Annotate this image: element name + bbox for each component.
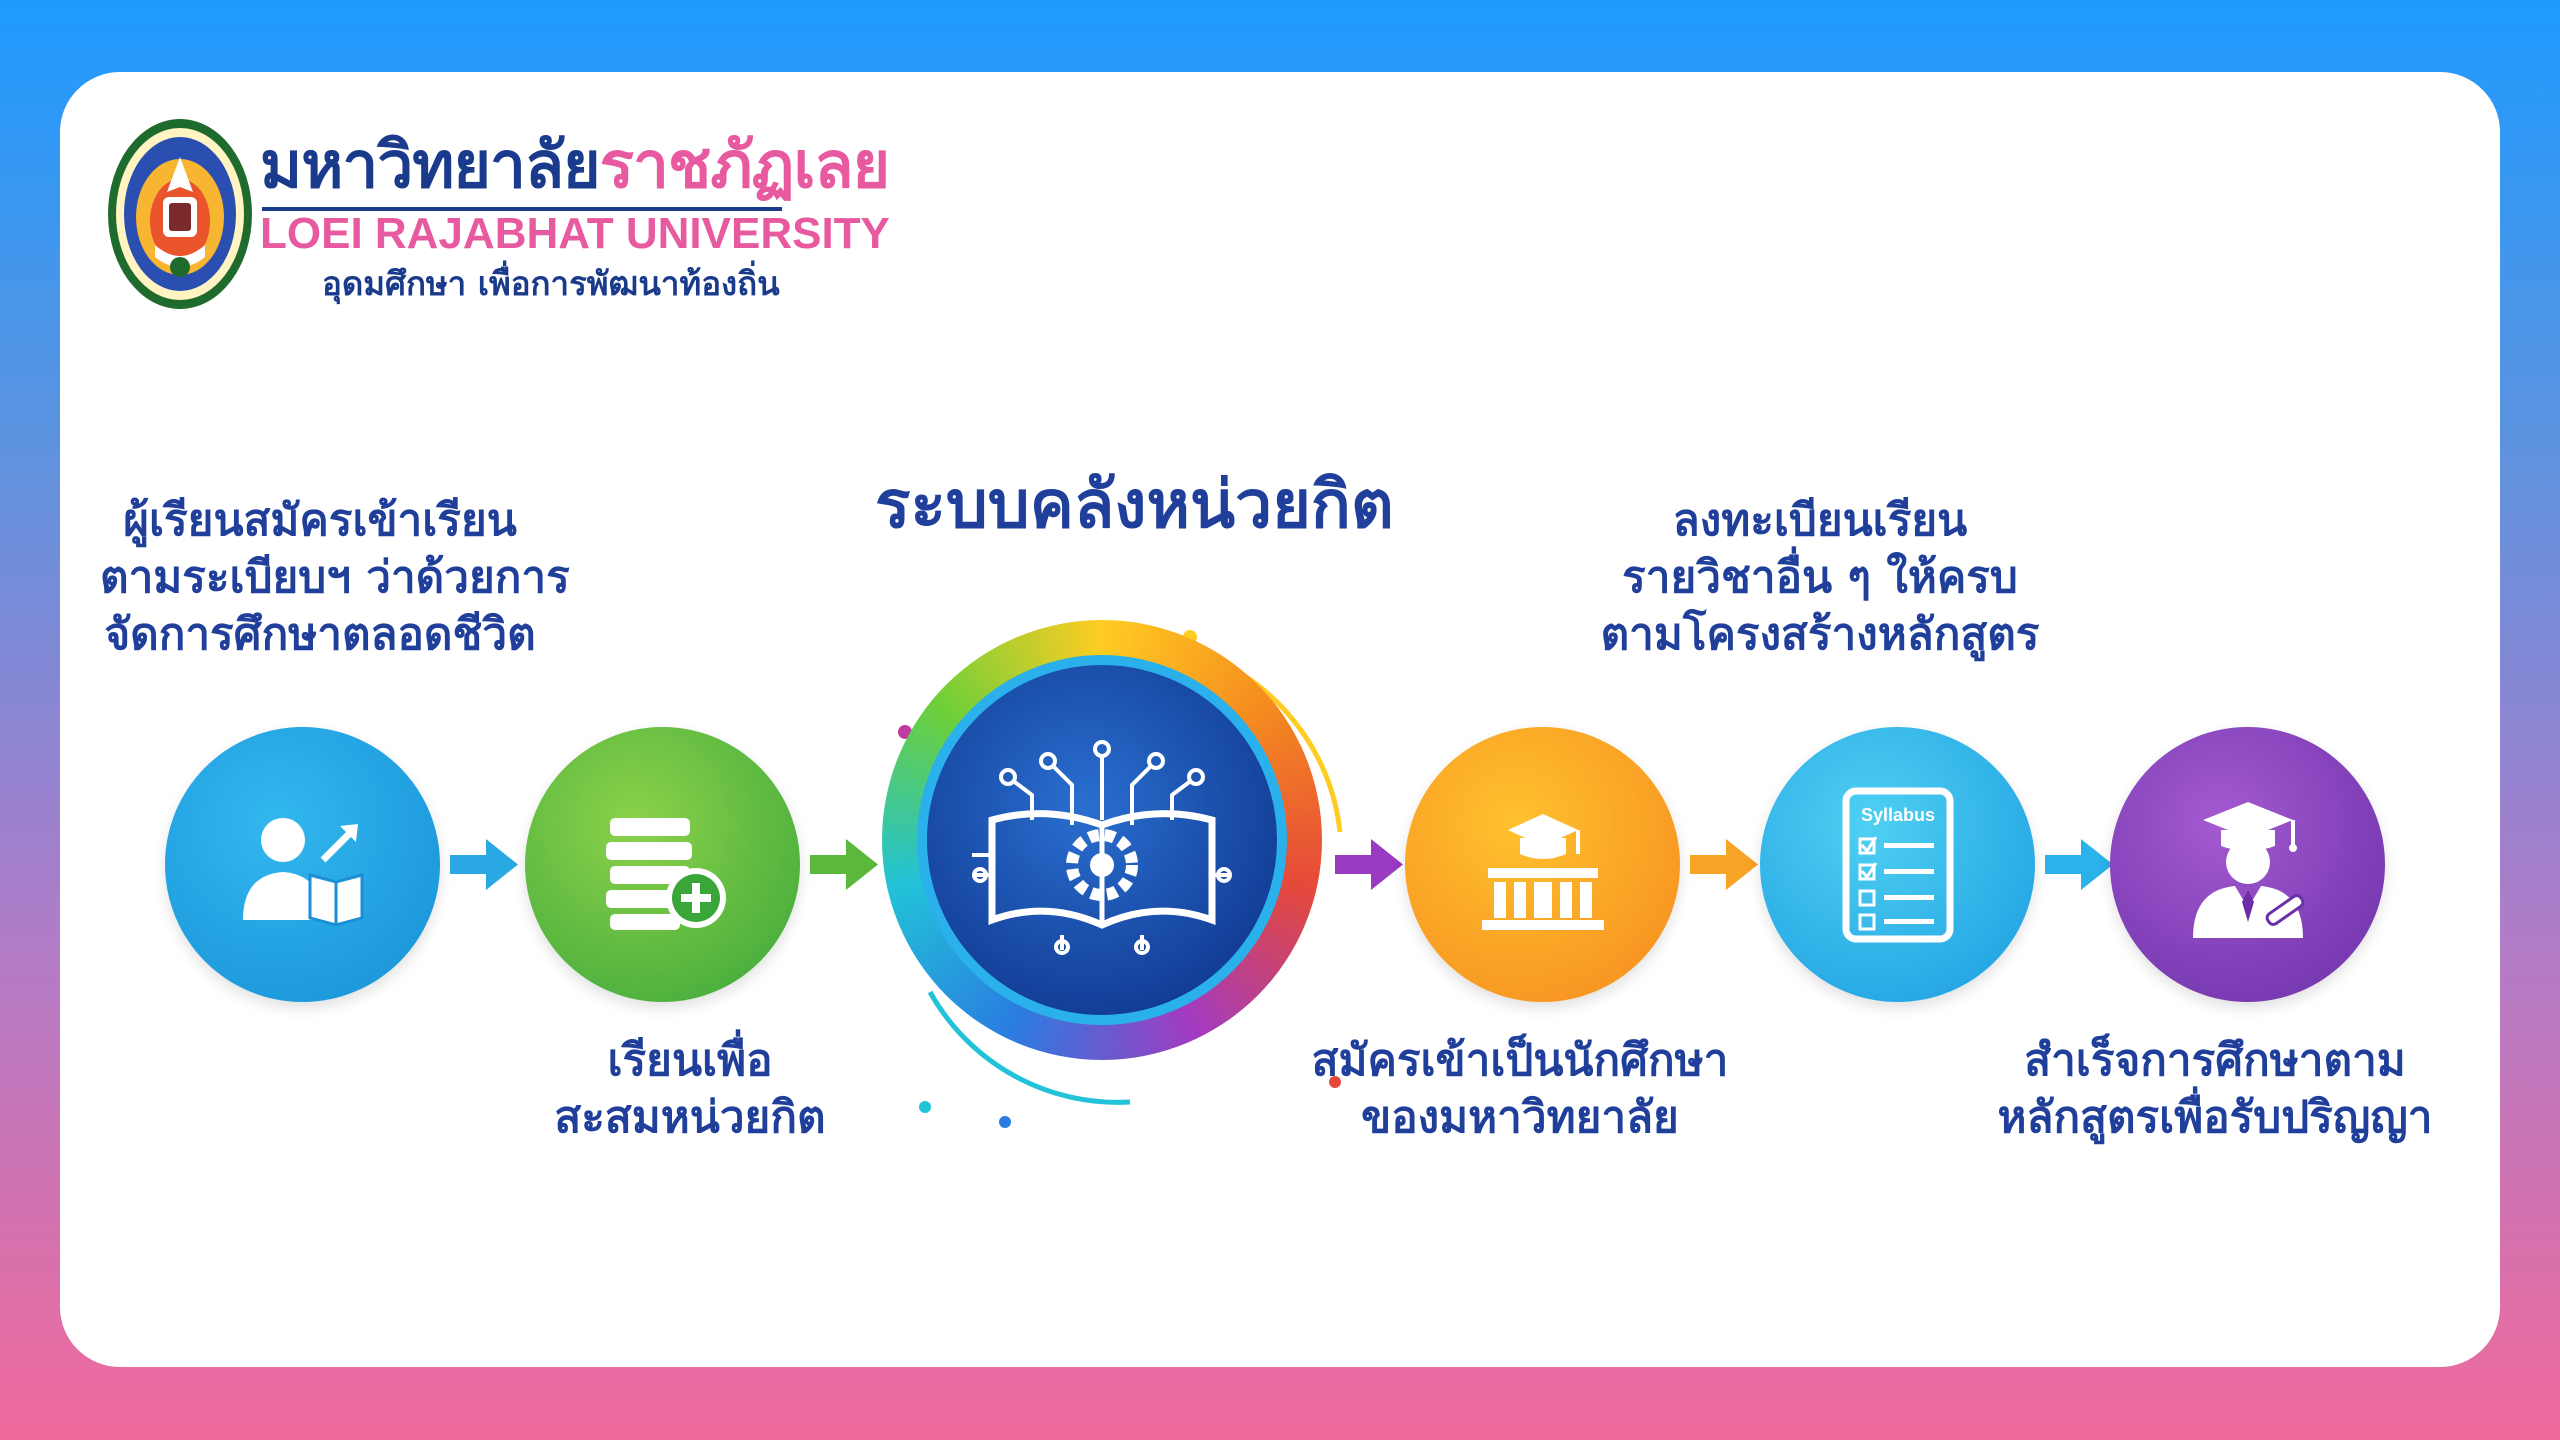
arrow-right-icon: [1690, 839, 1758, 890]
step-2-circle: [525, 727, 800, 1002]
syllabus-checklist-icon: Syllabus: [1842, 787, 1953, 942]
arrow-right-icon: [1335, 839, 1403, 890]
title-underline: [262, 207, 782, 211]
content-card: มหาวิทยาลัยราชภัฏเลย LOEI RAJABHAT UNIVE…: [60, 72, 2500, 1367]
step-3-circle: [1405, 727, 1680, 1002]
step-5-label: สำเร็จการศึกษาตาม หลักสูตรเพื่อรับปริญญา: [1997, 1035, 2433, 1144]
step-4-circle: Syllabus: [1760, 727, 2035, 1002]
university-seal-logo: [108, 119, 252, 309]
arrow-right-icon: [450, 839, 518, 890]
step-3-label: สมัครเข้าเป็นนักศึกษา ของมหาวิทยาลัย: [1311, 1035, 1729, 1144]
book-circuit-gear-icon: [972, 740, 1232, 955]
step-5-circle: [2110, 727, 2385, 1002]
arrow-right-icon: [2045, 839, 2113, 890]
university-building-icon: [1481, 813, 1604, 930]
learner-book-icon: [242, 817, 363, 927]
hub-circle: [917, 655, 1287, 1025]
step-2-label: เรียนเพื่อ สะสมหน่วยกิต: [554, 1035, 826, 1144]
graduate-icon: [2192, 801, 2304, 938]
books-plus-icon: [605, 817, 726, 930]
hub-title: ระบบคลังหน่วยกิต: [875, 466, 1394, 543]
university-name-english: LOEI RAJABHAT UNIVERSITY: [260, 209, 890, 258]
step-1-circle: [165, 727, 440, 1002]
university-motto: อุดมศึกษา เพื่อการพัฒนาท้องถิ่น: [322, 264, 780, 303]
university-name-thai: มหาวิทยาลัยราชภัฏเลย: [260, 129, 890, 203]
arrow-right-icon: [810, 839, 878, 890]
svg-text:Syllabus: Syllabus: [1860, 805, 1934, 825]
step-4-label: ลงทะเบียนเรียน รายวิชาอื่น ๆ ให้ครบ ตามโ…: [1600, 495, 2040, 661]
step-1-label: ผู้เรียนสมัครเข้าเรียน ตามระเบียบฯ ว่าด้…: [100, 495, 570, 661]
